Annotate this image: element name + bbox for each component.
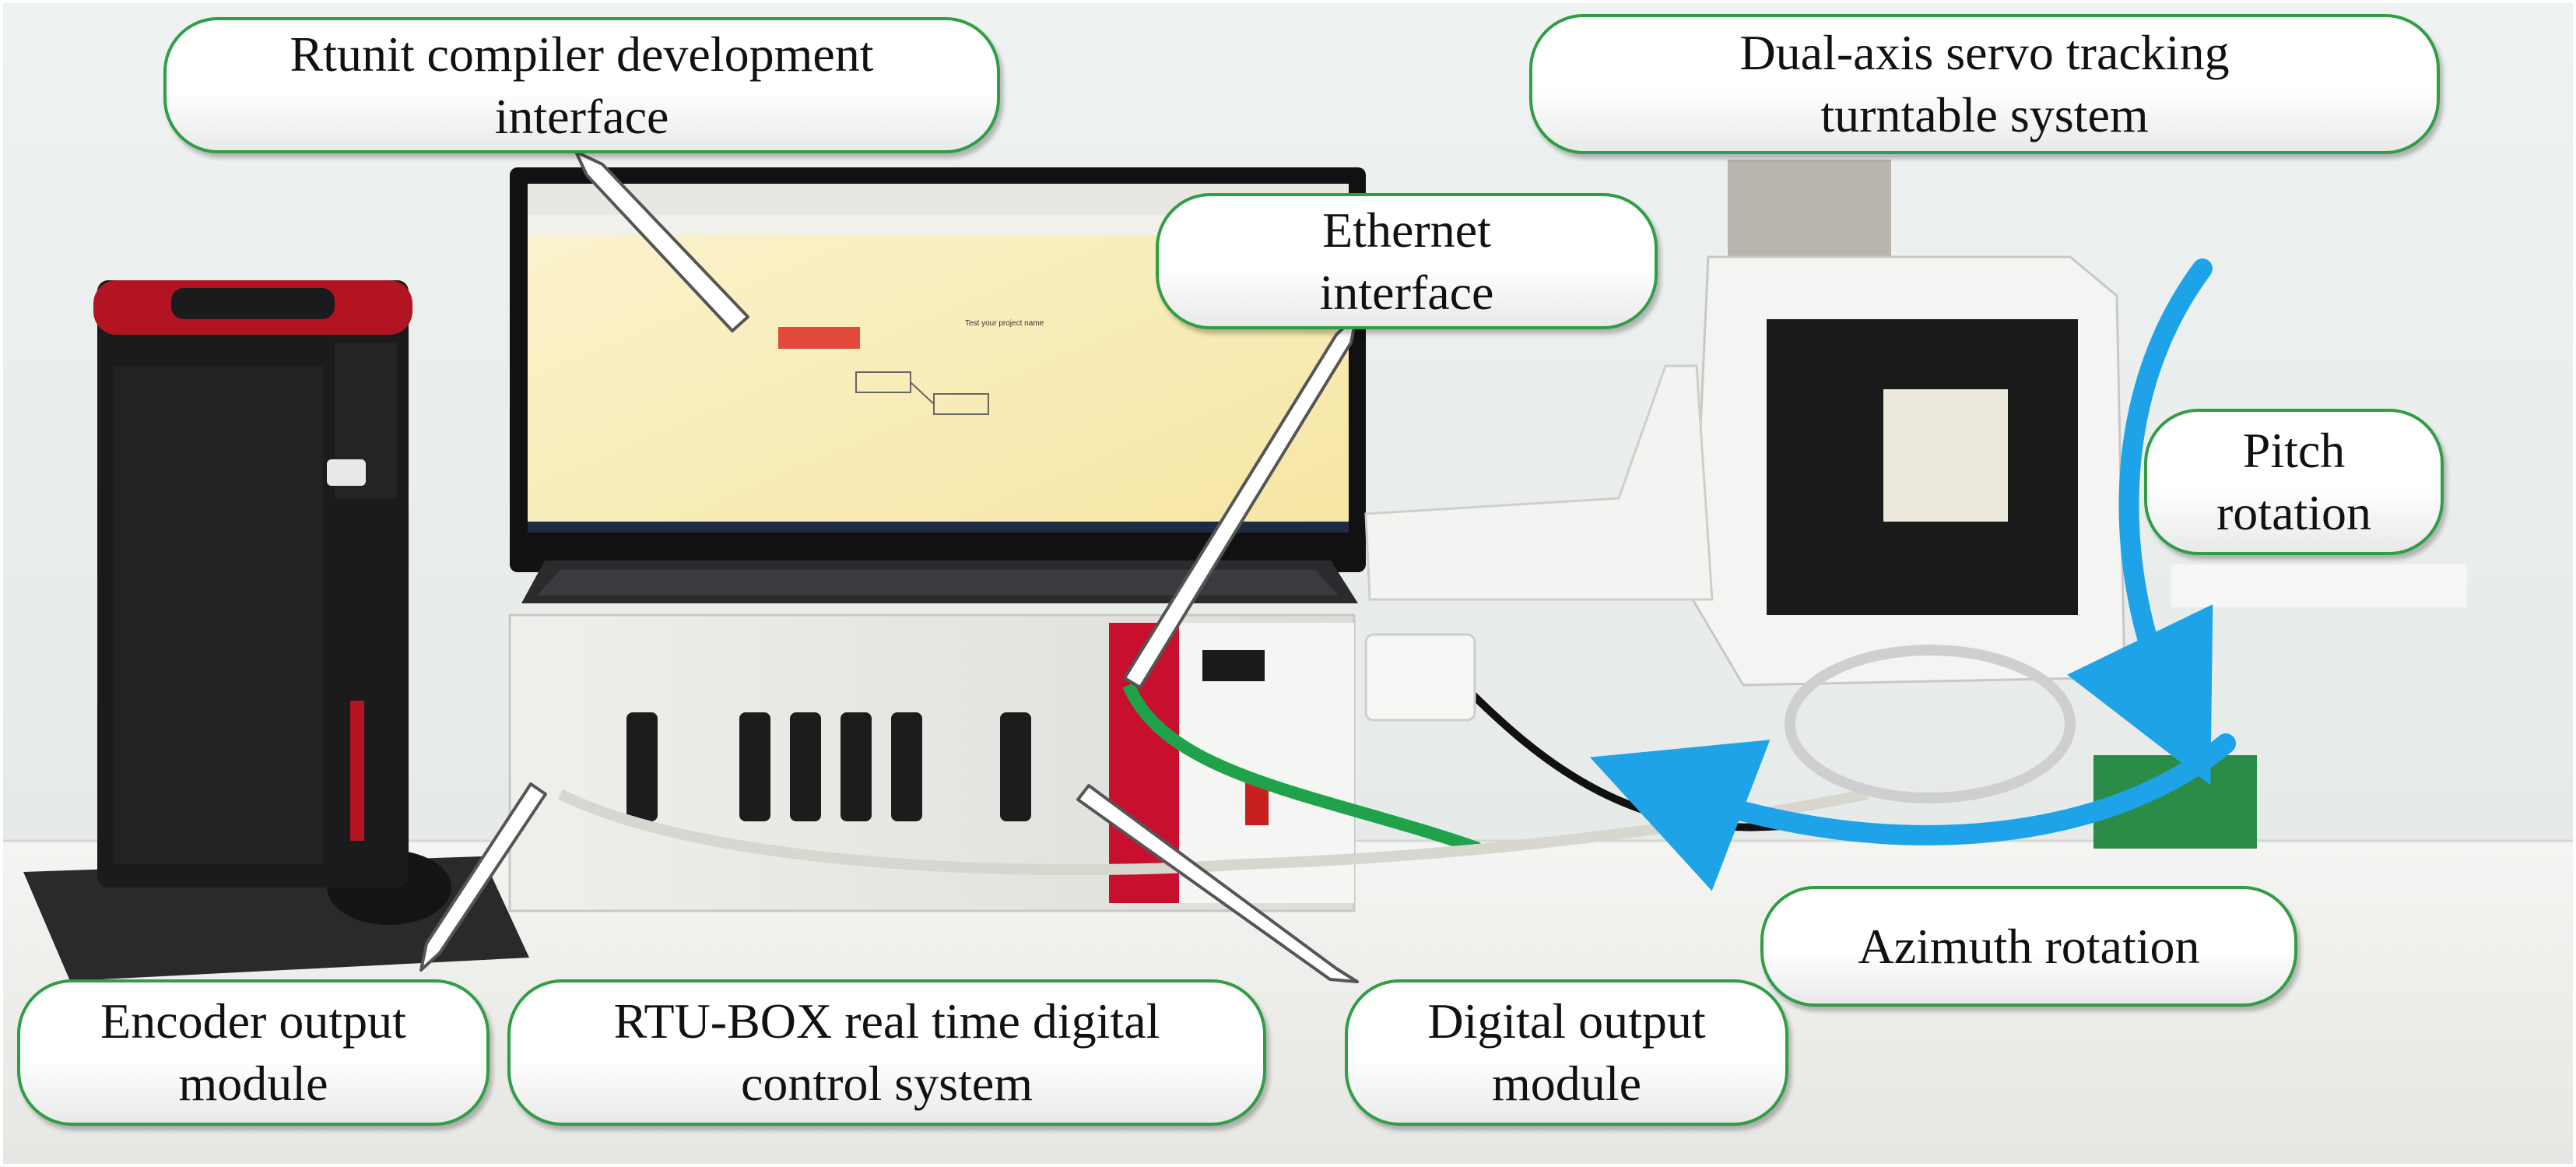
pc-tower xyxy=(93,280,412,888)
screen-project-label: Test your project name xyxy=(965,319,1044,328)
callout-turntable-line-2: turntable system xyxy=(1820,87,2149,142)
pitch-arm xyxy=(1364,364,1714,601)
arrow-to-digital xyxy=(1076,784,1359,983)
callout-ethernet-line-1: Ethernet xyxy=(1322,202,1491,258)
arrow-to-encoder xyxy=(419,782,547,972)
ethernet-cable xyxy=(1122,682,1481,855)
callout-turntable-system: Dual-axis servo tracking turntable syste… xyxy=(1529,14,2440,154)
arrow-to-screen xyxy=(574,150,749,332)
callout-compiler-interface: Rtunit compiler development interface xyxy=(163,17,1000,153)
callout-digital-line-1: Digital output xyxy=(1427,993,1706,1049)
callout-pitch-rotation: Pitch rotation xyxy=(2144,409,2444,555)
callout-ethernet-line-2: interface xyxy=(1319,264,1494,320)
pitch-rotation-arrow xyxy=(2067,258,2213,786)
callout-pitch-line-2: rotation xyxy=(2216,485,2372,540)
callout-turntable-line-1: Dual-axis servo tracking xyxy=(1739,25,2230,80)
pointer-arrows xyxy=(419,150,1359,983)
callout-compiler-line-2: interface xyxy=(494,88,669,144)
turntable-system xyxy=(1364,160,2467,849)
rack-module-connectors xyxy=(626,712,1031,821)
callout-encoder-line-1: Encoder output xyxy=(100,993,406,1049)
azimuth-rotation-arrow xyxy=(1589,733,2236,891)
power-socket xyxy=(1364,633,1476,722)
callout-rtubox-line-1: RTU-BOX real time digital xyxy=(613,993,1160,1049)
callout-encoder-line-2: module xyxy=(178,1056,328,1111)
callout-digital-line-2: module xyxy=(1492,1056,1641,1111)
callout-digital-output-module: Digital output module xyxy=(1345,979,1788,1126)
callout-azimuth-rotation: Azimuth rotation xyxy=(1760,886,2297,1007)
callout-rtubox-line-2: control system xyxy=(740,1056,1034,1111)
callout-ethernet-interface: Ethernet interface xyxy=(1156,193,1658,329)
callout-rtu-box-system: RTU-BOX real time digital control system xyxy=(507,979,1266,1126)
callout-azimuth-line-1: Azimuth rotation xyxy=(1858,918,2200,974)
callout-encoder-output-module: Encoder output module xyxy=(17,979,490,1126)
callout-compiler-line-1: Rtunit compiler development xyxy=(290,26,874,82)
callout-pitch-line-1: Pitch xyxy=(2242,423,2346,478)
